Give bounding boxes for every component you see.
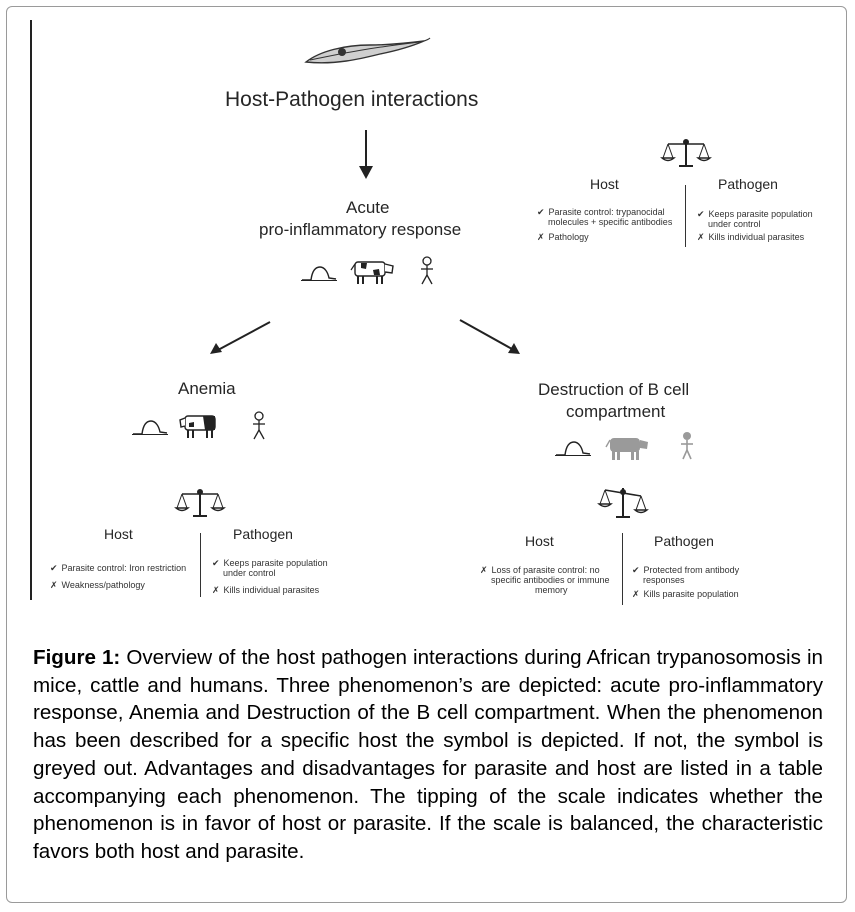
anemia-label: Anemia (178, 379, 236, 398)
arrow-right-icon (459, 319, 520, 354)
bcell-host-item-1: ✗Loss of parasite control: no specific a… (480, 565, 610, 595)
anemia-pathogen-header: Pathogen (233, 526, 293, 542)
scale-icon (597, 488, 649, 518)
cow-icon-greyed (605, 438, 648, 460)
mouse-icon (555, 441, 591, 456)
anemia-host-header: Host (104, 526, 133, 542)
bcell-host-header: Host (525, 533, 554, 549)
anemia-table-divider (200, 533, 201, 597)
bcell-pathogen-item-2: ✗Kills parasite population (632, 589, 739, 599)
cow-icon (179, 415, 216, 438)
human-icon-greyed (681, 432, 693, 460)
acute-label-line1: Acute (346, 198, 390, 217)
anemia-host-item-2: ✗Weakness/pathology (50, 580, 145, 590)
mouse-icon (301, 266, 337, 281)
mouse-icon (132, 420, 168, 435)
left-rule (30, 20, 32, 600)
diagram-title: Host-Pathogen interactions (225, 88, 479, 111)
anemia-pathogen-item-1: ✔Keeps parasite population under control (212, 558, 328, 578)
acute-host-item-1: ✔Parasite control: trypanocidal molecule… (537, 207, 673, 227)
acute-pathogen-header: Pathogen (718, 176, 778, 192)
human-icon (253, 411, 265, 440)
arrow-down-icon (359, 130, 373, 179)
caption-text: Overview of the host pathogen interactio… (33, 646, 823, 863)
figure-caption: Figure 1: Overview of the host pathogen … (33, 644, 823, 866)
anemia-pathogen-item-2: ✗Kills individual parasites (212, 585, 320, 595)
caption-label: Figure 1: (33, 646, 121, 669)
figure-frame (6, 6, 847, 903)
bcell-label-line2: compartment (566, 402, 666, 421)
acute-pathogen-item-1: ✔Keeps parasite population under control (697, 209, 813, 229)
scale-icon (660, 139, 712, 167)
bcell-label-line1: Destruction of B cell (538, 380, 690, 399)
bcell-pathogen-header: Pathogen (654, 533, 714, 549)
human-icon (421, 256, 433, 285)
cow-icon (350, 261, 394, 284)
trypanosome-icon (304, 37, 431, 64)
acute-pathogen-item-2: ✗Kills individual parasites (697, 232, 805, 242)
anemia-host-item-1: ✔Parasite control: Iron restriction (50, 563, 187, 573)
bcell-pathogen-item-1: ✔Protected from antibody responses (632, 565, 740, 585)
acute-host-header: Host (590, 176, 619, 192)
acute-label-line2: pro-inflammatory response (259, 220, 462, 239)
acute-host-item-2: ✗Pathology (537, 232, 589, 242)
acute-table-divider (685, 185, 686, 247)
arrow-left-icon (210, 321, 271, 354)
bcell-table-divider (622, 533, 623, 605)
scale-icon (174, 489, 226, 517)
